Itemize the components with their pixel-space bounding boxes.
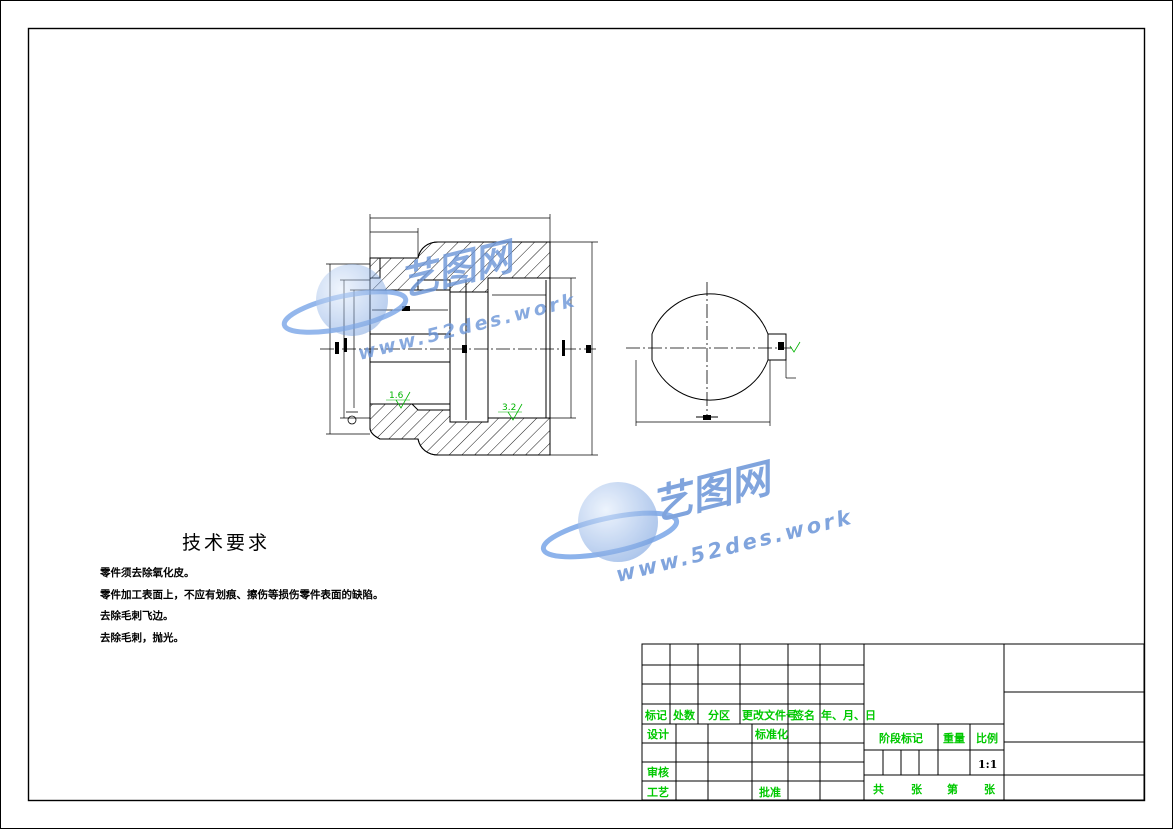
inner-frame	[27, 27, 1146, 802]
tb-sheet-no: 第	[947, 782, 958, 796]
watermark-center: 艺图网 www.52des.work	[540, 455, 856, 587]
tb-header-sign: 签名	[792, 708, 815, 722]
tb-scale-value: 1:1	[978, 758, 997, 771]
tb-total: 共	[873, 782, 884, 796]
tb-scale-label: 比例	[976, 731, 998, 745]
tb-header-docno: 更改文件号	[742, 708, 797, 722]
tb-header-date: 年、月、日	[821, 708, 876, 722]
tb-header-mark: 标记	[644, 708, 667, 722]
tb-process: 工艺	[647, 785, 669, 799]
tb-sheets: 张	[911, 782, 923, 796]
svg-text:艺图网: 艺图网	[647, 455, 780, 530]
tb-header-zone: 分区	[708, 708, 730, 722]
tb-approve: 批准	[759, 785, 781, 799]
section-view	[320, 214, 598, 456]
tech-requirement-4: 去除毛刺，抛光。	[100, 631, 184, 644]
tech-requirement-1: 零件须去除氧化皮。	[100, 567, 195, 579]
tb-sheet-unit: 张	[984, 782, 996, 796]
tb-weight: 重量	[943, 731, 965, 745]
title-block	[641, 643, 1145, 801]
tb-header-count: 处数	[672, 708, 696, 722]
tech-requirement-2: 零件加工表面上，不应有划痕、擦伤等损伤零件表面的缺陷。	[100, 588, 384, 601]
tb-stage-mark: 阶段标记	[879, 731, 923, 745]
section-outline	[369, 241, 551, 456]
end-view	[626, 282, 801, 426]
roughness-left: 1.6	[389, 391, 404, 401]
roughness-right: 3.2	[502, 403, 516, 413]
tech-requirements-title: 技术要求	[182, 532, 271, 554]
tb-review: 审核	[647, 765, 669, 779]
end-view-outline	[651, 293, 787, 401]
tech-requirement-3: 去除毛刺飞边。	[100, 610, 174, 622]
section-hatch-lower	[369, 403, 551, 456]
tb-design: 设计	[647, 727, 669, 741]
tb-standardization: 标准化	[754, 727, 788, 741]
technical-requirements: 技术要求 零件须去除氧化皮。 零件加工表面上，不应有划痕、擦伤等损伤零件表面的缺…	[100, 528, 384, 649]
